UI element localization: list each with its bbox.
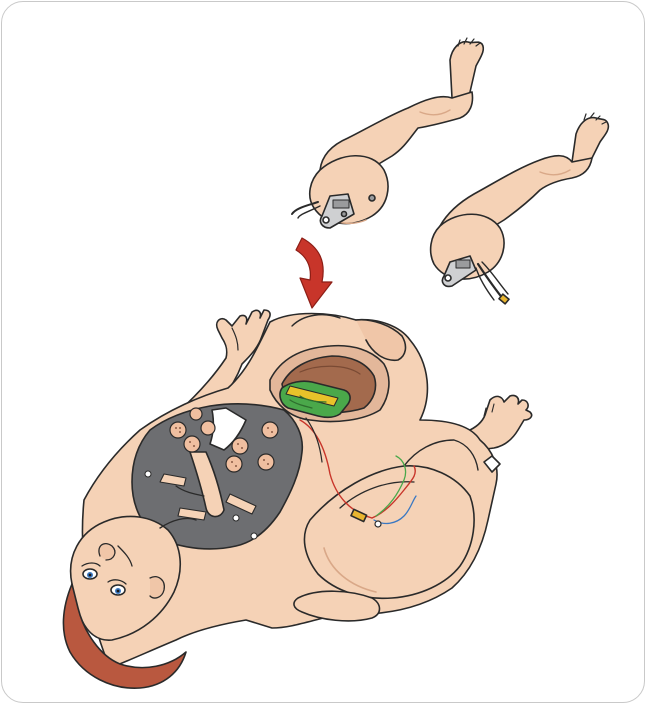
left-leg [292, 38, 483, 228]
arrow-down-icon [296, 238, 332, 308]
right-leg [431, 113, 609, 304]
